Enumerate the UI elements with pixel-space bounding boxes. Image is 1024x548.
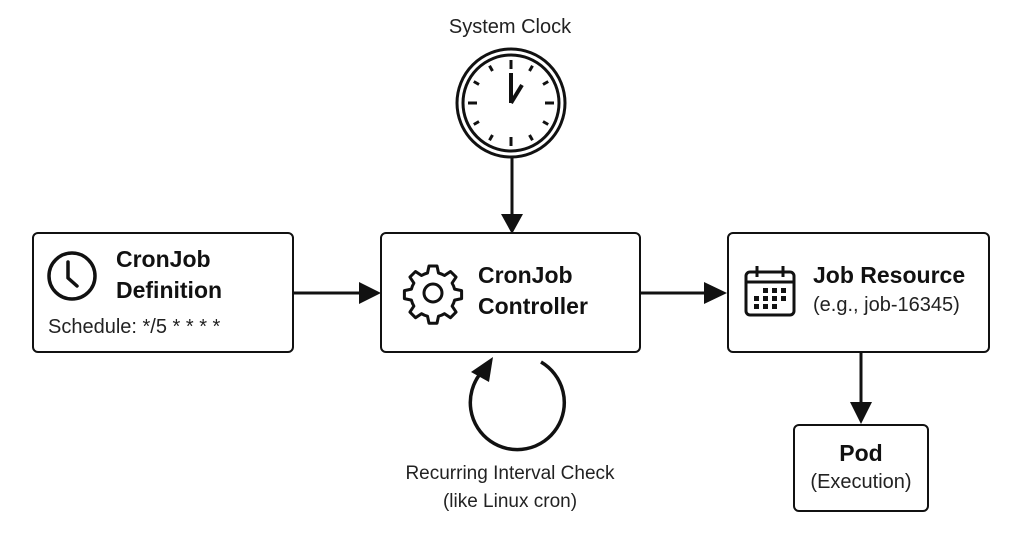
definition-title-line2: Definition	[116, 277, 223, 303]
pod-title: Pod	[839, 440, 883, 466]
loop-label: Recurring Interval Check (like Linux cro…	[360, 460, 660, 516]
loop-label-line2: (like Linux cron)	[442, 491, 578, 512]
arrow-job-to-pod	[850, 352, 872, 424]
cronjob-controller-box: CronJob Controller	[380, 232, 641, 353]
clock-icon	[47, 251, 97, 301]
wall-clock-icon	[455, 47, 567, 159]
cronjob-definition-box: CronJob Definition Schedule: */5 * * * *	[32, 232, 294, 353]
job-title: Job Resource	[813, 262, 966, 288]
arrow-controller-to-job	[640, 282, 727, 304]
pod-box: Pod (Execution)	[793, 424, 929, 512]
controller-title-line1: CronJob	[478, 262, 573, 288]
arrow-clock-to-controller	[501, 158, 523, 234]
job-resource-box: Job Resource (e.g., job-16345)	[727, 232, 990, 353]
arrow-definition-to-controller	[293, 282, 381, 304]
gear-icon	[402, 264, 464, 325]
loop-arrow-icon	[468, 357, 567, 452]
calendar-icon	[744, 266, 796, 317]
pod-subtitle: (Execution)	[810, 471, 912, 493]
schedule-text: Schedule: */5 * * * *	[48, 316, 221, 338]
loop-label-line1: Recurring Interval Check	[405, 463, 615, 484]
controller-title-line2: Controller	[478, 293, 588, 319]
job-subtitle: (e.g., job-16345)	[813, 294, 960, 316]
system-clock-label: System Clock	[448, 16, 572, 38]
definition-title-line1: CronJob	[116, 246, 211, 272]
